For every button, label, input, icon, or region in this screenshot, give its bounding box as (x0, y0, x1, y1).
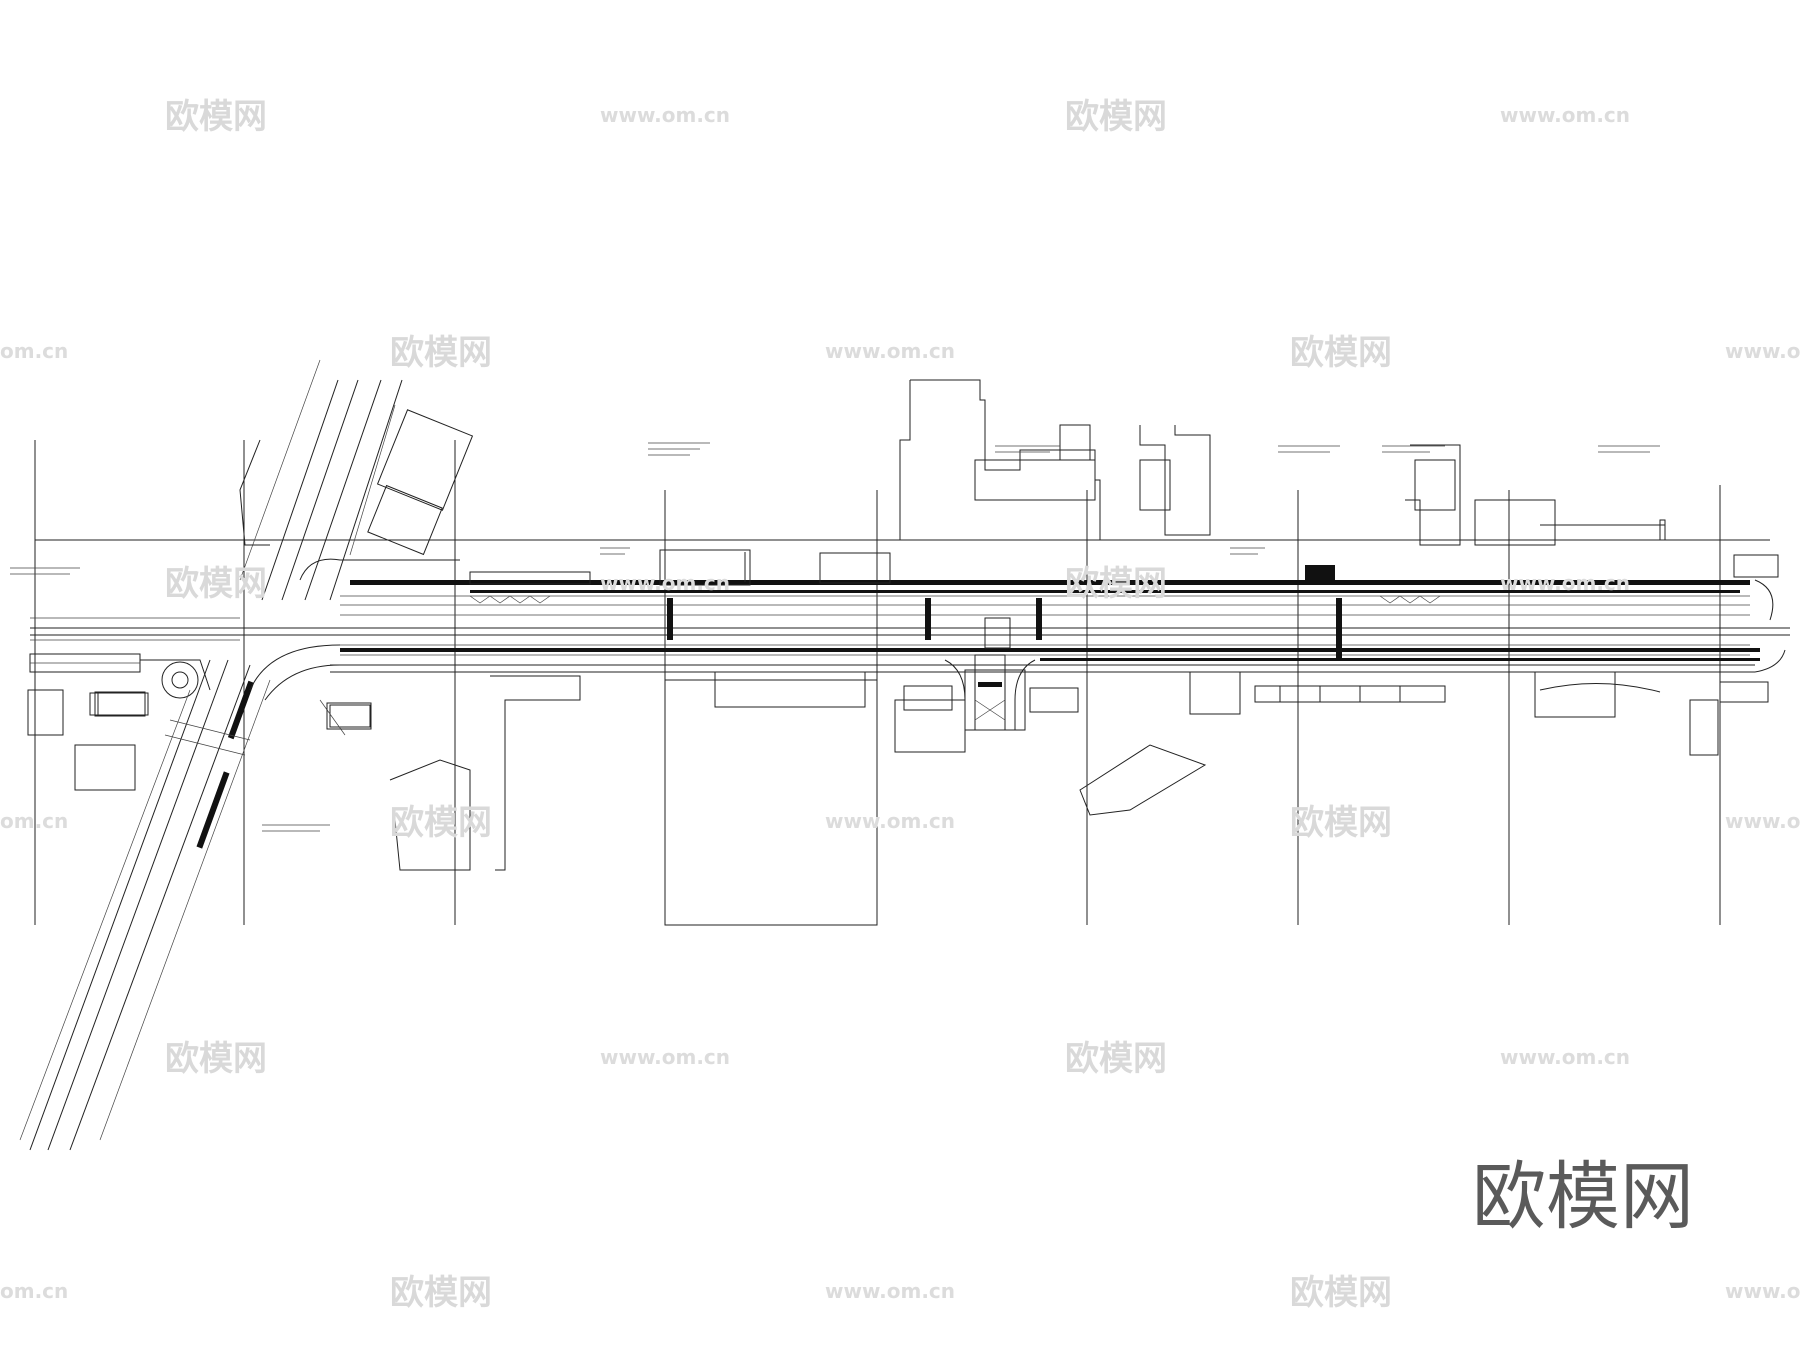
watermark-brand: 欧模网 (1290, 1273, 1392, 1313)
watermark-url: www.om.cn (1500, 1045, 1630, 1069)
watermark-url: www.om.cn (1500, 103, 1630, 127)
watermark-brand: 欧模网 (390, 333, 492, 373)
watermark-brand: 欧模网 (165, 1039, 267, 1079)
cad-linework (10, 359, 1790, 1151)
watermark-url: www.om.cn (825, 809, 955, 833)
watermark-brand: 欧模网 (390, 803, 492, 843)
watermark-url: www.om.cn (825, 339, 955, 363)
central-junction (944, 617, 1036, 731)
watermark-url: www.om.cn (600, 103, 730, 127)
watermark-layer: 欧模网 www.om.cn 欧模网 www.om.cn om.cn 欧模网 ww… (0, 97, 1800, 1313)
south-buildings (389, 669, 1719, 926)
watermark-url: www.om.cn (600, 571, 730, 595)
watermark-brand: 欧模网 (165, 97, 267, 137)
brand-logo: 欧模网 (1472, 1154, 1694, 1240)
north-buildings (469, 379, 1666, 586)
callout-boxes (94, 554, 1779, 730)
watermark-url: om.cn (0, 809, 68, 833)
watermark-brand: 欧模网 (165, 564, 267, 604)
watermark-url: www.om.cn (1725, 1279, 1800, 1303)
watermark-url: om.cn (0, 339, 68, 363)
annotation-stubs (10, 442, 1660, 832)
watermark-url: www.om.cn (600, 1045, 730, 1069)
watermark-brand: 欧模网 (1290, 803, 1392, 843)
watermark-brand: 欧模网 (1065, 1039, 1167, 1079)
watermark-brand: 欧模网 (1065, 564, 1167, 604)
watermark-brand: 欧模网 (1290, 333, 1392, 373)
watermark-brand: 欧模网 (390, 1273, 492, 1313)
watermark-brand: 欧模网 (1065, 97, 1167, 137)
watermark-url: www.om.cn (1725, 339, 1800, 363)
watermark-url: www.om.cn (1725, 809, 1800, 833)
watermark-url: www.om.cn (825, 1279, 955, 1303)
grid-lines (34, 440, 1770, 925)
watermark-url: www.om.cn (1500, 571, 1630, 595)
west-intersection (19, 359, 474, 1151)
watermark-url: om.cn (0, 1279, 68, 1303)
main-road (30, 565, 1790, 673)
